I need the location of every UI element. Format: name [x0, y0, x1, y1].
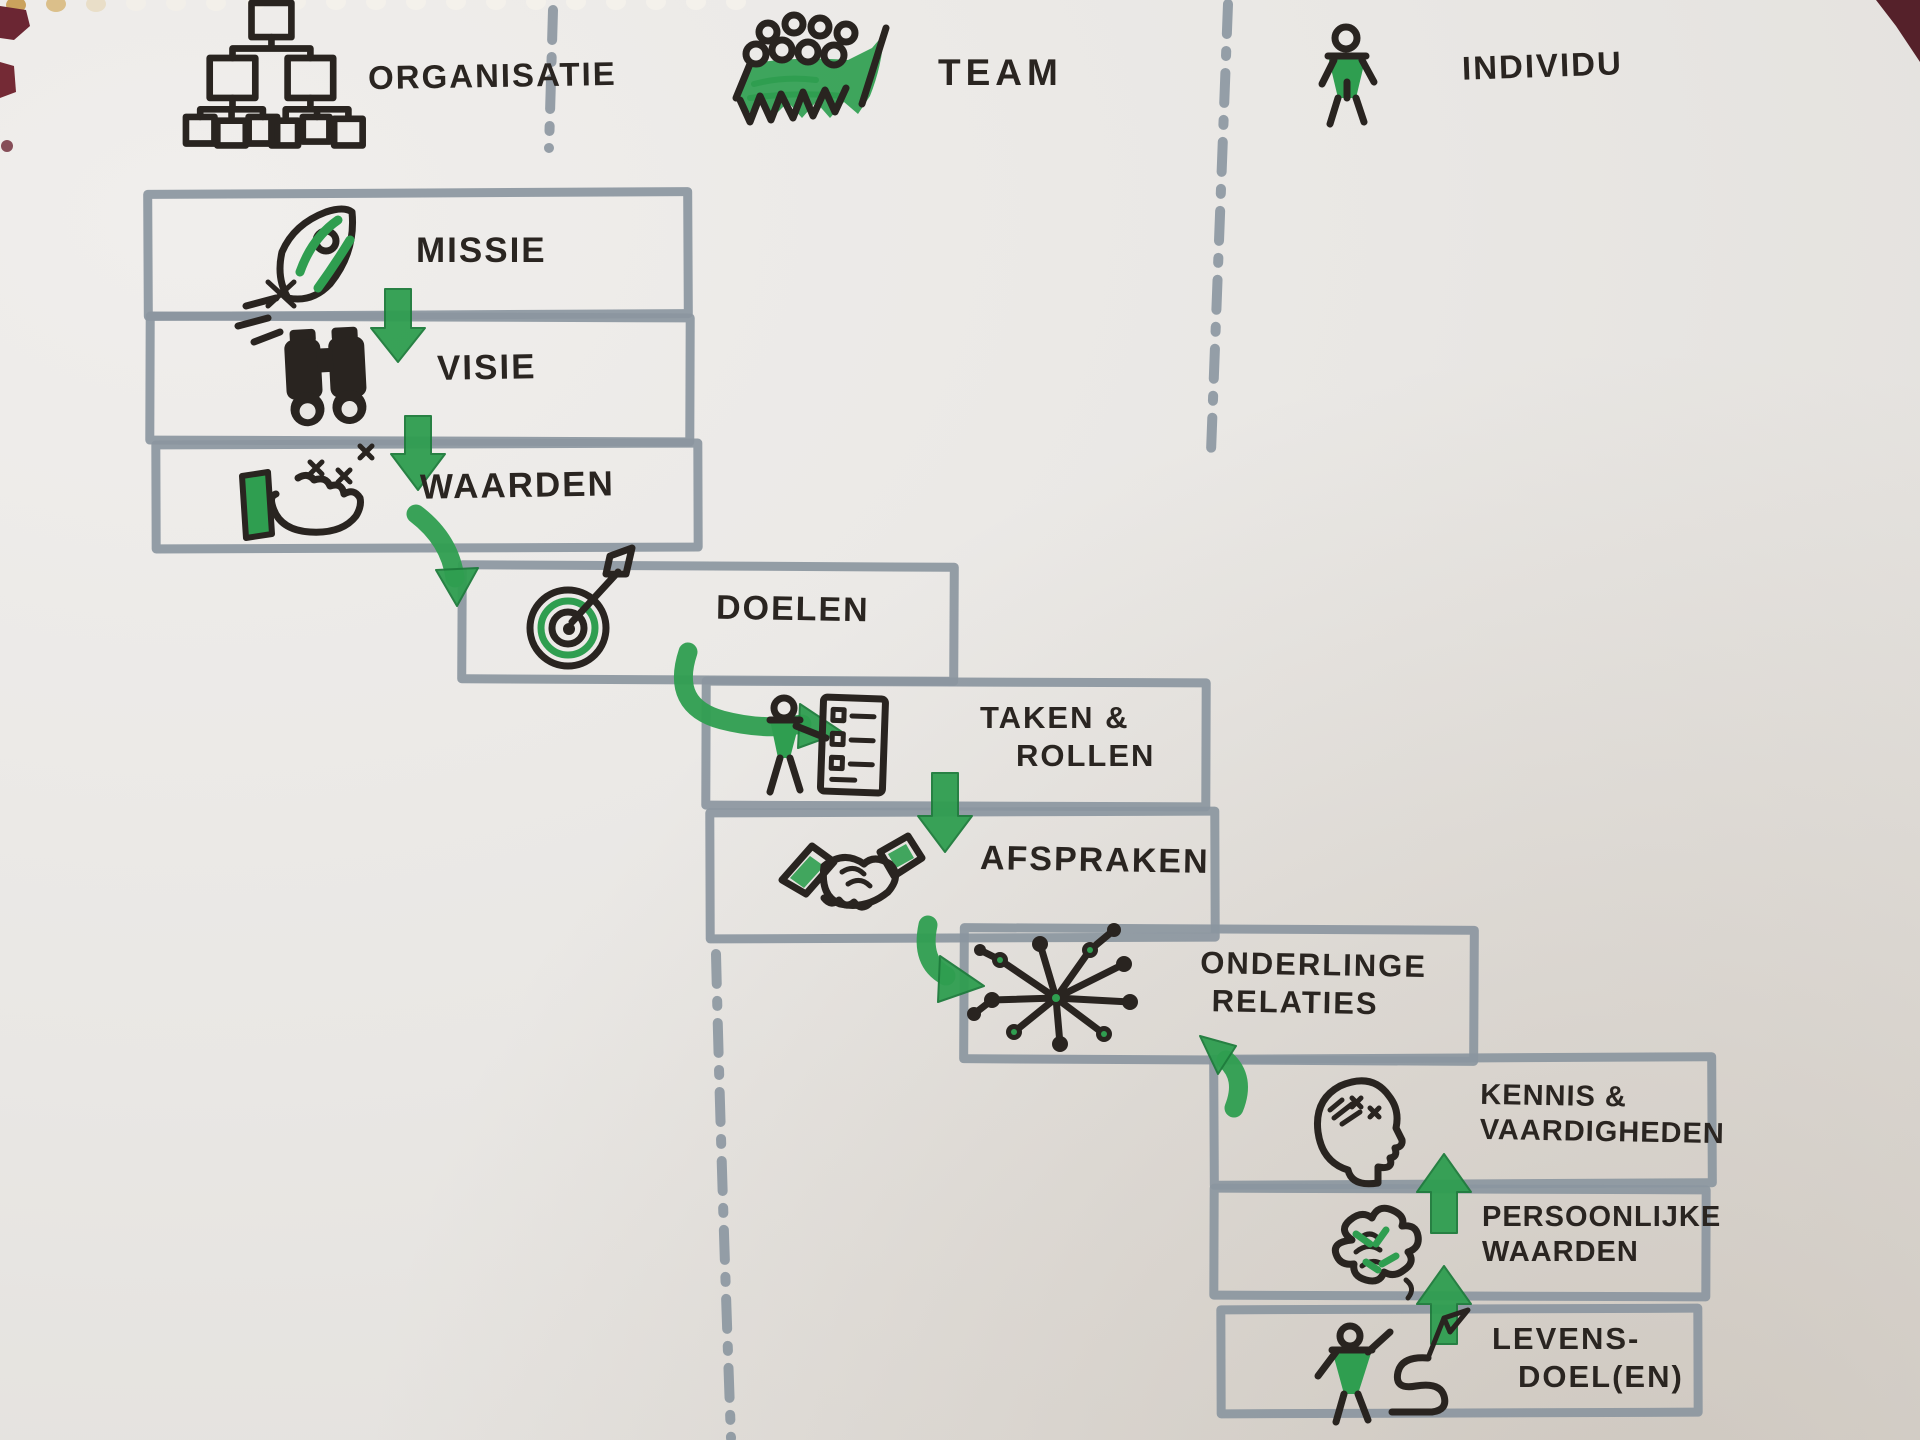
hand-stars-icon [239, 443, 375, 541]
arrow-waarden-to-doelen [406, 504, 479, 607]
arrow-persoonlijke-to-kennis [1416, 1153, 1472, 1234]
person-checklist-icon [766, 693, 889, 797]
label-taken-rollen: TAKEN &ROLLEN [980, 699, 1155, 775]
head-brain-icon [1313, 1077, 1406, 1188]
target-dart-icon [526, 544, 636, 670]
column-divider-organisatie-team-bottom [711, 949, 736, 1440]
label-line: TAKEN & [980, 700, 1130, 735]
label-doelen: DOELEN [715, 588, 871, 630]
person-path-flag-icon [1314, 1307, 1471, 1426]
box-levens-doelen [1216, 1303, 1703, 1419]
label-line: PERSOONLIJKE [1482, 1201, 1722, 1233]
binoculars-icon [284, 326, 367, 427]
arrow-kennis-to-onderlinge-relaties [1199, 1035, 1248, 1118]
handshake-icon [778, 832, 926, 911]
label-line: VAARDIGHEDEN [1479, 1114, 1726, 1151]
column-divider-organisatie-team-top [544, 5, 558, 153]
arrow-taken-rollen-to-afspraken [917, 772, 973, 853]
label-kennis-vaardigheden: KENNIS &VAARDIGHEDEN [1479, 1078, 1725, 1153]
arrow-levens-to-persoonlijke [1416, 1265, 1472, 1345]
label-line: LEVENS- [1492, 1321, 1641, 1356]
column-divider-team-individu [1206, 0, 1233, 457]
team-crowd-icon [732, 11, 890, 126]
column-header-organisatie: ORGANISATIE [367, 54, 618, 97]
arrow-missie-to-visie [370, 288, 426, 363]
column-header-team: TEAM [938, 52, 1063, 93]
label-visie: VISIE [436, 347, 537, 388]
brain-knot-icon [1331, 1204, 1422, 1301]
label-line: WAARDEN [1482, 1236, 1639, 1269]
label-line: RELATIES [1211, 983, 1379, 1021]
person-icon [1318, 23, 1378, 128]
column-header-individu: INDIVIDU [1461, 44, 1624, 87]
arrow-visie-to-waarden [390, 415, 446, 491]
network-icon [967, 923, 1138, 1052]
label-line: ONDERLINGE [1200, 945, 1428, 984]
label-line: DOEL(EN) [1518, 1358, 1684, 1394]
paper-perforation [6, 0, 746, 13]
photo-corner-artifacts [0, 0, 1920, 152]
arrow-afspraken-to-onderlinge-relaties [916, 915, 985, 1003]
rocket-icon [234, 205, 357, 346]
label-afspraken: AFSPRAKEN [979, 838, 1210, 882]
label-line: KENNIS & [1480, 1078, 1628, 1114]
label-waarden: WAARDEN [419, 464, 616, 507]
label-missie: MISSIE [416, 231, 547, 270]
org-chart-icon [182, 0, 366, 149]
box-doelen [457, 560, 959, 686]
label-line: ROLLEN [1016, 737, 1156, 773]
label-levens-doelen: LEVENS-DOEL(EN) [1492, 1320, 1684, 1396]
